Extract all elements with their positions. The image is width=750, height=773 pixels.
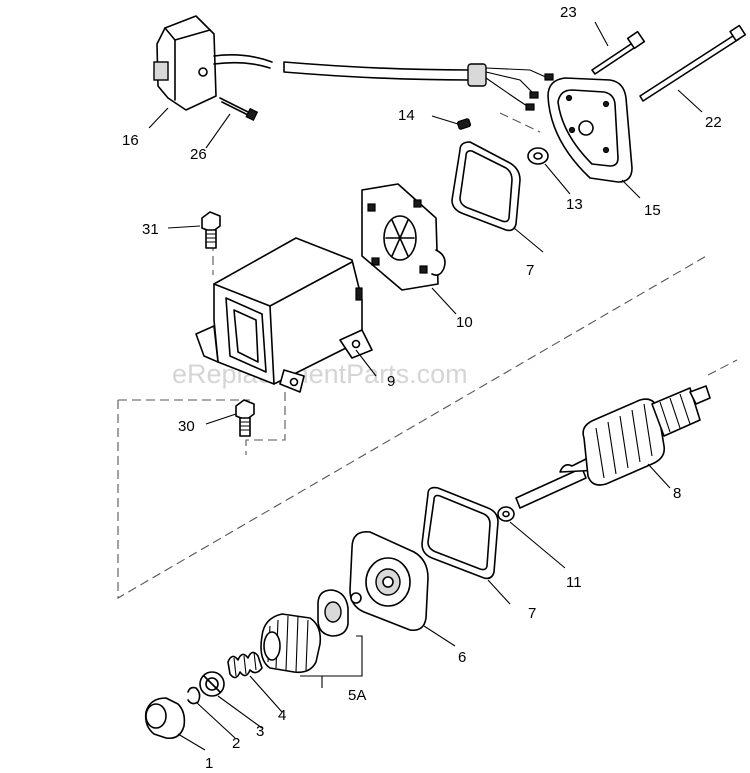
callout-11: 11	[566, 574, 582, 591]
part-7-lower-gasket	[421, 486, 499, 580]
callout-26: 26	[190, 146, 207, 163]
part-11-washer	[497, 506, 515, 522]
callout-4: 4	[278, 707, 286, 724]
part-31-bolt	[201, 211, 221, 249]
callout-5a: 5A	[348, 687, 366, 704]
part-23-bolt	[591, 30, 646, 75]
part-4-spring	[227, 651, 263, 679]
callout-10: 10	[456, 314, 473, 331]
part-16-connector-box	[153, 15, 273, 111]
callout-13: 13	[566, 196, 583, 213]
part-9-motor-frame	[195, 237, 373, 393]
part-1-cap	[144, 697, 186, 740]
part-26-screw	[219, 97, 259, 122]
part-7-upper-gasket	[451, 141, 521, 232]
leader-lines	[148, 21, 703, 751]
part-5a-drive-assembly	[260, 589, 363, 688]
part-10-brush-plate	[361, 183, 446, 291]
callout-15: 15	[644, 202, 661, 219]
callout-labels: 1 2 3 4 5A 6 7 7 8 9 10 11 13 14 15 16 2…	[122, 4, 722, 772]
callout-8: 8	[673, 485, 681, 502]
callout-30: 30	[178, 418, 195, 435]
callout-9: 9	[387, 373, 395, 390]
part-30-bolt	[235, 399, 255, 437]
watermark: eReplacementParts.com	[172, 359, 468, 389]
part-13-nut	[527, 147, 549, 165]
callout-3: 3	[256, 723, 264, 740]
callout-16: 16	[122, 132, 139, 149]
wire-harness	[283, 61, 554, 111]
part-14-small-screw	[456, 118, 472, 130]
part-6-drive-end-cap	[349, 531, 429, 632]
part-22-through-bolt	[639, 24, 747, 102]
callout-23: 23	[560, 4, 577, 21]
callout-1: 1	[205, 755, 213, 772]
part-3-collar	[199, 671, 225, 697]
callout-22: 22	[705, 114, 722, 131]
callout-6: 6	[458, 649, 466, 666]
callout-7-upper: 7	[526, 262, 534, 279]
part-2-retaining-ring	[187, 686, 201, 705]
part-15-end-cap	[547, 77, 633, 183]
part-8-armature	[515, 385, 711, 509]
callout-2: 2	[232, 735, 240, 752]
callout-14: 14	[398, 107, 415, 124]
callout-7-lower: 7	[528, 605, 536, 622]
callout-31: 31	[142, 221, 159, 238]
